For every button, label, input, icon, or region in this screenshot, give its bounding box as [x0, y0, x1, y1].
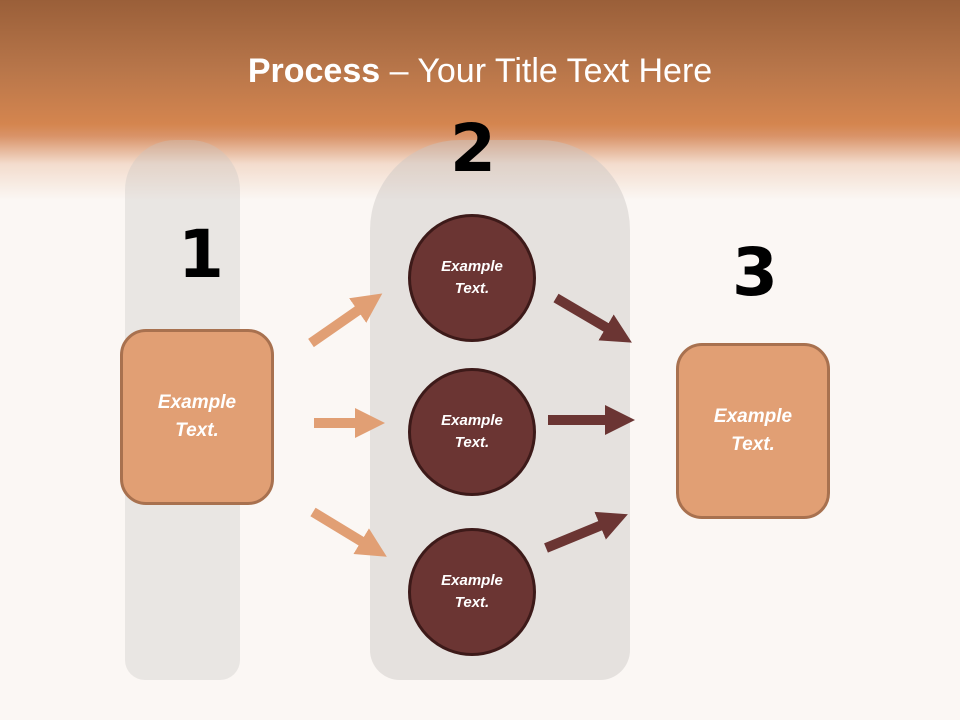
title-bold: Process — [247, 52, 381, 90]
step-3-text: Example Text. — [713, 405, 793, 456]
step-2-circle-top: Example Text. — [408, 214, 536, 342]
circle-text: Example Text. — [441, 411, 503, 452]
slide-title: Process – Your Title Text Here — [0, 52, 960, 91]
step-2-circle-middle: Example Text. — [408, 368, 536, 496]
step-2-circle-bottom: Example Text. — [408, 528, 536, 656]
arrow-light-down — [310, 507, 387, 557]
title-rest: – Your Title Text Here — [380, 52, 713, 90]
arrow-dark-up — [544, 511, 628, 553]
arrow-dark-down — [553, 293, 632, 343]
header-banner — [0, 0, 960, 200]
circle-text: Example Text. — [441, 571, 503, 612]
step-1-text: Example Text. — [157, 391, 237, 442]
step-number-2: 2 — [450, 110, 496, 187]
arrow-light-up — [308, 293, 383, 348]
step-number-1: 1 — [178, 216, 224, 293]
circle-text: Example Text. — [441, 257, 503, 298]
step-3-box: Example Text. — [676, 343, 830, 519]
step-1-box: Example Text. — [120, 329, 274, 505]
step-number-3: 3 — [732, 234, 778, 311]
